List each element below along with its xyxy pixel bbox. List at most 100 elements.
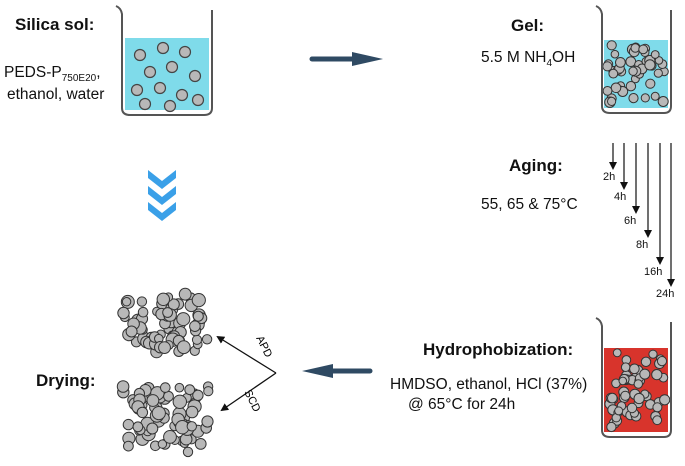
aerogel-apd: [117, 287, 213, 359]
network-particle: [610, 82, 622, 94]
sol-particle: [143, 65, 157, 79]
sol-particle: [178, 45, 192, 59]
network-particle: [628, 66, 638, 76]
network-particle: [633, 379, 643, 389]
network-particle: [191, 293, 206, 308]
network-particle: [607, 96, 617, 107]
network-particle: [162, 307, 174, 318]
network-particle: [652, 402, 663, 413]
network-particle: [640, 93, 650, 103]
network-particle: [151, 406, 166, 421]
network-particle: [160, 382, 171, 393]
sol-particle: [133, 48, 147, 62]
network-particle: [158, 341, 171, 355]
silica-sol-title: Silica sol:: [15, 15, 95, 34]
network-particle: [137, 306, 149, 318]
network-particle: [612, 348, 622, 358]
network-particle: [610, 49, 620, 59]
network-particle: [121, 297, 132, 307]
drying-title: Drying:: [36, 371, 96, 390]
network-particle: [633, 392, 645, 405]
network-particle: [615, 57, 626, 68]
network-particle: [639, 368, 651, 380]
network-particle: [606, 421, 617, 433]
sol-beaker-outline: [115, 5, 213, 116]
silica-sol-precursor: PEDS-P750E20,: [4, 64, 101, 84]
network-particle: [625, 81, 637, 92]
network-particle: [652, 415, 663, 426]
network-particle: [614, 406, 624, 416]
network-particle: [620, 362, 631, 373]
network-particle: [136, 406, 149, 419]
hydro-beaker-outline: [595, 317, 672, 438]
scd-label: SCD: [241, 388, 262, 414]
network-particle: [618, 376, 628, 386]
network-particle: [620, 390, 631, 401]
aging-time-label: 24h: [656, 288, 674, 300]
network-particle: [203, 386, 214, 397]
network-particle: [157, 439, 168, 449]
network-particle: [117, 306, 130, 320]
network-particle: [656, 356, 668, 367]
network-particle: [192, 310, 204, 322]
aging-time-label: 16h: [644, 266, 662, 278]
network-particle: [146, 422, 159, 435]
network-particle: [136, 296, 148, 307]
hydrophobization-beaker: [595, 317, 672, 438]
aging-time-label: 2h: [603, 171, 615, 183]
sol-particle: [188, 69, 202, 83]
sol-particle: [175, 88, 189, 102]
catalyst-suffix: OH: [552, 49, 576, 66]
network-particle: [178, 287, 192, 301]
silica-sol-beaker: [115, 5, 213, 116]
gel-title: Gel:: [511, 16, 545, 35]
network-particle: [122, 440, 134, 452]
arrow-sol-to-gel: [309, 52, 383, 66]
network-particle: [186, 421, 198, 432]
network-particle: [625, 56, 637, 67]
network-particle: [638, 44, 649, 55]
network-particle: [645, 78, 656, 89]
sol-particle: [165, 60, 179, 74]
catalyst-sub: 4: [546, 58, 553, 70]
aging-time-label: 6h: [624, 215, 636, 227]
sol-particle: [156, 41, 170, 55]
arrow-hydro-to-drying: [302, 364, 373, 378]
network-particle: [182, 446, 194, 458]
hydrophobization-line2: @ 65°C for 24h: [408, 396, 516, 413]
network-particle: [608, 68, 619, 79]
gel-network: [602, 40, 669, 108]
network-particle: [132, 421, 144, 433]
aging-temperatures: 55, 65 & 75°C: [481, 196, 578, 213]
chevron-down-icon: [148, 170, 176, 221]
network-particle: [194, 438, 207, 450]
sol-particle: [163, 99, 177, 113]
network-particle: [192, 389, 204, 401]
aging-time-label: 8h: [636, 239, 648, 251]
network-particle: [657, 96, 669, 107]
network-particle: [644, 59, 656, 71]
network-particle: [172, 394, 188, 409]
network-particle: [650, 50, 660, 59]
network-particle: [648, 349, 658, 359]
network-particle: [606, 40, 617, 51]
network-particle: [628, 93, 639, 104]
sol-particle: [138, 97, 152, 111]
silica-sol-solvents: ethanol, water: [7, 86, 105, 103]
aerogel-scd: [116, 380, 214, 458]
network-particle: [189, 320, 201, 333]
hydrophobization-title: Hydrophobization:: [423, 340, 574, 359]
network-particle: [626, 402, 638, 414]
precursor-sub: 750E20: [61, 73, 97, 85]
network-particle: [156, 292, 171, 306]
network-particle: [174, 382, 185, 393]
apd-label: APD: [253, 334, 274, 360]
network-particle: [653, 68, 663, 78]
aging-time-label: 4h: [614, 191, 626, 203]
network-particle: [176, 312, 191, 327]
network-particle: [163, 430, 177, 444]
network-particle: [201, 415, 214, 428]
precursor-suffix: ,: [96, 64, 101, 81]
hydro-network: [604, 348, 671, 433]
